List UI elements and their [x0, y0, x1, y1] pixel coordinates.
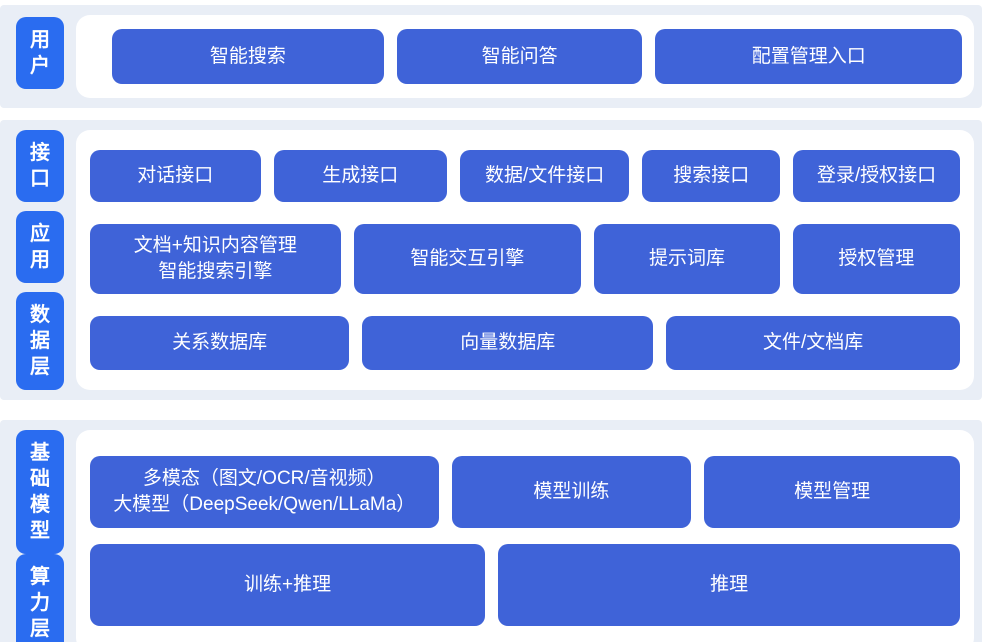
middle-layers-band-labels: 接口应用数据层	[16, 130, 64, 390]
data-file-api-node: 数据/文件接口	[459, 150, 630, 202]
vector-database-node: 向量数据库	[362, 316, 654, 370]
model-management-node: 模型管理	[704, 456, 960, 528]
training-inference-node: 训练+推理	[90, 544, 486, 626]
user-layer-band-panel: 智能搜索智能问答配置管理入口	[76, 15, 974, 98]
middle-layers-band-row-2: 关系数据库向量数据库文件/文档库	[90, 316, 960, 370]
middle-layers-band: 接口应用数据层对话接口生成接口数据/文件接口搜索接口登录/授权接口文档+知识内容…	[0, 120, 982, 400]
config-management-entry-node: 配置管理入口	[655, 29, 962, 84]
multimodal-llm-node: 多模态（图文/OCR/音视频）大模型（DeepSeek/Qwen/LLaMa）	[90, 456, 439, 528]
authorization-management-node: 授权管理	[792, 224, 960, 294]
foundation-compute-band: 基础模型算力层多模态（图文/OCR/音视频）大模型（DeepSeek/Qwen/…	[0, 420, 982, 642]
layer-label-user: 用户	[16, 17, 64, 89]
user-layer-band-row-0: 智能搜索智能问答配置管理入口	[112, 29, 962, 84]
generation-api-node: 生成接口	[273, 150, 447, 202]
layer-label-foundation-model: 基础模型	[16, 430, 64, 554]
doc-knowledge-search-engine-node: 文档+知识内容管理智能搜索引擎	[90, 224, 341, 294]
smart-qa-node: 智能问答	[396, 29, 643, 84]
inference-node: 推理	[498, 544, 960, 626]
layer-label-data: 数据层	[16, 292, 64, 390]
search-api-node: 搜索接口	[642, 150, 781, 202]
dialog-api-node: 对话接口	[90, 150, 261, 202]
middle-layers-band-row-1: 文档+知识内容管理智能搜索引擎智能交互引擎提示词库授权管理	[90, 224, 960, 294]
foundation-compute-band-row-0: 多模态（图文/OCR/音视频）大模型（DeepSeek/Qwen/LLaMa）模…	[90, 456, 960, 528]
login-auth-api-node: 登录/授权接口	[793, 150, 960, 202]
layer-label-application: 应用	[16, 211, 64, 283]
layer-label-interface: 接口	[16, 130, 64, 202]
middle-layers-band-row-0: 对话接口生成接口数据/文件接口搜索接口登录/授权接口	[90, 150, 960, 202]
foundation-compute-band-panel: 多模态（图文/OCR/音视频）大模型（DeepSeek/Qwen/LLaMa）模…	[76, 430, 974, 642]
prompt-library-node: 提示词库	[594, 224, 780, 294]
layer-label-compute: 算力层	[16, 554, 64, 642]
user-layer-band-labels: 用户	[16, 15, 64, 98]
model-training-node: 模型训练	[451, 456, 692, 528]
foundation-compute-band-labels: 基础模型算力层	[16, 430, 64, 642]
middle-layers-band-panel: 对话接口生成接口数据/文件接口搜索接口登录/授权接口文档+知识内容管理智能搜索引…	[76, 130, 974, 390]
file-document-store-node: 文件/文档库	[666, 316, 960, 370]
user-layer-band: 用户智能搜索智能问答配置管理入口	[0, 5, 982, 108]
relational-database-node: 关系数据库	[90, 316, 350, 370]
foundation-compute-band-row-1: 训练+推理推理	[90, 544, 960, 626]
smart-search-node: 智能搜索	[112, 29, 384, 84]
smart-interaction-engine-node: 智能交互引擎	[353, 224, 582, 294]
